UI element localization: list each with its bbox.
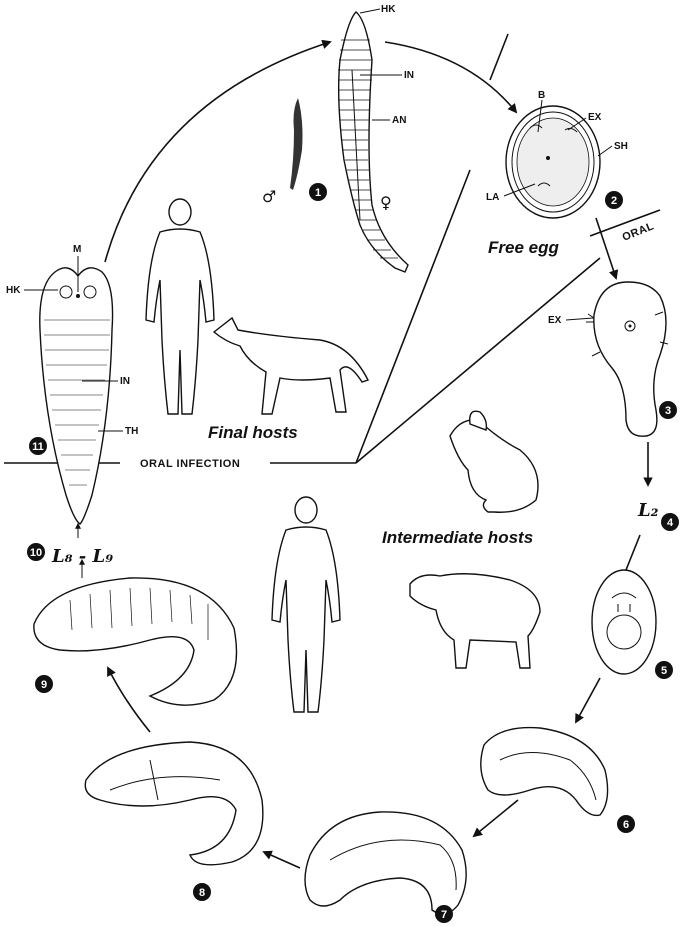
rabbit-intermediate-host-illustration: [449, 410, 539, 513]
male-symbol: ♂: [262, 187, 276, 206]
larva-stage-5: [591, 569, 657, 675]
caption-free-egg: Free egg: [488, 238, 559, 257]
svg-text:7: 7: [441, 909, 447, 921]
adult-male-worm: [290, 98, 303, 190]
sheep-intermediate-host-illustration: [409, 573, 541, 669]
female-symbol: ♀: [380, 193, 392, 212]
label-hk-scolex: HK: [6, 285, 21, 296]
pointer-sh-egg: [597, 145, 613, 157]
dog-final-host-illustration: [212, 316, 369, 415]
zone-separator-lines: [4, 33, 661, 464]
free-egg-illustration: [505, 105, 601, 219]
step-badge-9: 9: [35, 675, 53, 693]
label-m-scolex: M: [73, 244, 81, 255]
svg-text:1: 1: [315, 187, 321, 199]
svg-text:3: 3: [665, 405, 671, 417]
step-badge-1: 1: [309, 183, 327, 201]
step-badges: 1 2 3 4 5 6 7 8 9 10 11: [27, 183, 679, 923]
svg-text:2: 2: [611, 195, 617, 207]
svg-text:11: 11: [32, 441, 44, 453]
svg-text:6: 6: [623, 819, 629, 831]
caption-intermediate-hosts: Intermediate hosts: [382, 528, 533, 547]
adult-female-worm: [337, 11, 409, 273]
caption-final-hosts: Final hosts: [208, 423, 298, 442]
human-intermediate-host-illustration: [271, 496, 341, 713]
step-badge-7: 7: [435, 905, 453, 923]
step-badge-11: 11: [29, 437, 47, 455]
label-sh-egg: SH: [614, 141, 628, 152]
caption-oral: ORAL: [621, 220, 656, 244]
pointer-hk-adult: [359, 8, 381, 14]
step-badge-10: 10: [27, 543, 45, 561]
label-la-egg: LA: [486, 192, 499, 203]
label-in-adult: IN: [404, 70, 414, 81]
step-badge-3: 3: [659, 401, 677, 419]
label-b-egg: B: [538, 90, 545, 101]
pointer-ex-egg: [567, 117, 587, 131]
scolex-stage-11: [39, 267, 114, 525]
svg-text:9: 9: [41, 679, 47, 691]
larva-stage-6: [480, 726, 609, 817]
step-badge-6: 6: [617, 815, 635, 833]
label-in-scolex: IN: [120, 376, 130, 387]
pointer-ex-larva: [565, 317, 594, 321]
label-th-scolex: TH: [125, 426, 138, 437]
svg-text:10: 10: [30, 547, 42, 559]
label-hk-adult: HK: [381, 4, 396, 15]
caption-oral-infection: ORAL INFECTION: [140, 458, 240, 470]
svg-text:5: 5: [661, 665, 667, 677]
label-ex-egg: EX: [588, 112, 602, 123]
label-l2: L₂: [637, 500, 659, 521]
larva-stage-7: [304, 811, 467, 915]
step-badge-2: 2: [605, 191, 623, 209]
step-badge-8: 8: [193, 883, 211, 901]
pointer-la-egg: [503, 183, 536, 197]
larva-stage-8: [84, 741, 264, 866]
step-badge-5: 5: [655, 661, 673, 679]
step-badge-4: 4: [661, 513, 679, 531]
label-ex-larva: EX: [548, 315, 562, 326]
larva-stage-9: [33, 577, 238, 706]
larva-stage-3: [586, 281, 669, 437]
svg-text:4: 4: [667, 517, 674, 529]
cycle-arrows: [75, 39, 653, 869]
human-final-host-illustration: [145, 198, 215, 415]
label-an-adult: AN: [392, 115, 406, 126]
label-l8-l9: L₈ - L₉: [51, 546, 113, 567]
pointer-b-egg: [537, 99, 543, 133]
svg-text:8: 8: [199, 887, 205, 899]
